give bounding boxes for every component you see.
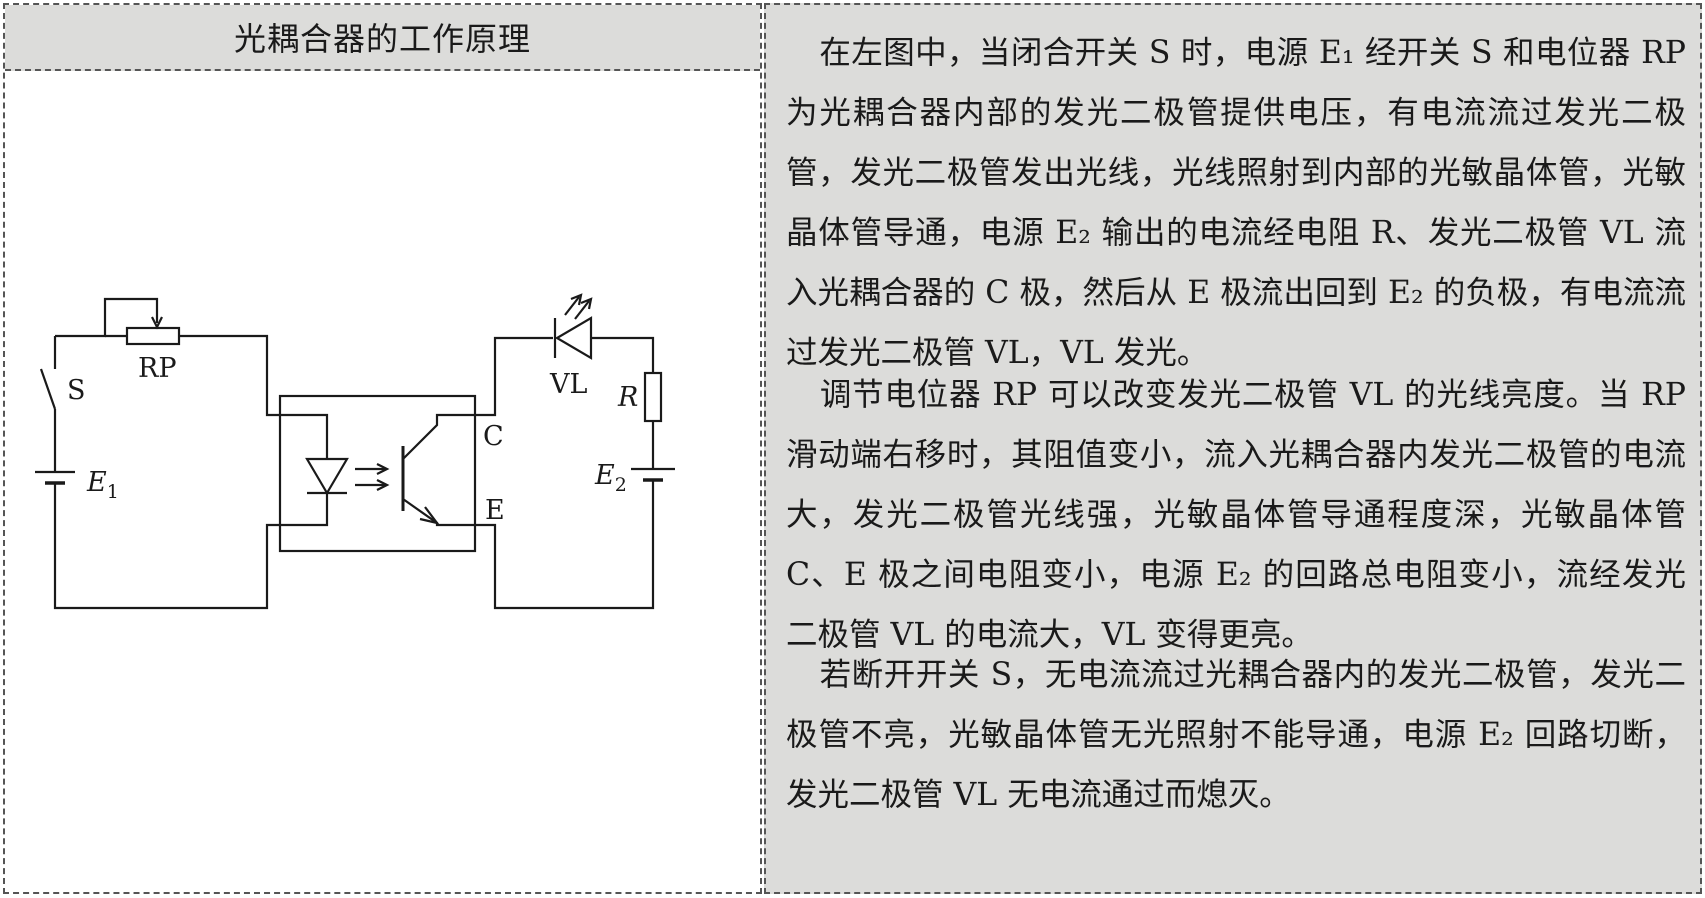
wire-c-out [475,336,553,417]
vl-led-triangle [554,316,593,360]
label-e2-main: E [594,460,615,491]
circuit-panel: 光耦合器的工作原理 [3,3,762,894]
internal-led-triangle [305,457,349,496]
circuit-diagram: S RP E1 C E VL R E2 [35,293,675,610]
label-vl: VL [549,369,587,400]
explanation-panel: 在左图中，当闭合开关 S 时，电源 E₁ 经开关 S 和电位器 RP 为光耦合器… [764,3,1702,894]
label-e2: E2 [594,460,627,496]
light-arrow-2-head [376,479,390,491]
wire-left-top [55,297,159,338]
paragraph-2: 调节电位器 RP 可以改变发光二极管 VL 的光线亮度。当 RP 滑动端右移时，… [786,365,1686,665]
emitter-arrowhead [419,506,440,525]
label-e2-sub: 2 [615,474,627,496]
wire-e1-bottom [53,483,329,610]
label-c: C [483,421,504,452]
label-e1: E1 [86,467,119,503]
paragraph-1: 在左图中，当闭合开关 S 时，电源 E₁ 经开关 S 和电位器 RP 为光耦合器… [786,23,1686,383]
panel-title: 光耦合器的工作原理 [5,5,760,71]
optocoupler-box [278,394,477,553]
vl-ray-1 [564,296,580,316]
paragraph-1-text: 在左图中，当闭合开关 S 时，电源 E₁ 经开关 S 和电位器 RP 为光耦合器… [786,35,1686,371]
wire-vl-right [591,336,655,373]
phototransistor-collector [402,413,475,460]
vl-ray-1-head [570,293,583,306]
vl-ray-2 [574,300,590,320]
label-r: R [617,382,638,413]
wire-rp-right [179,334,329,459]
potentiometer-rp [125,326,181,346]
phototransistor-emitter [402,498,475,527]
switch-s [39,368,57,410]
label-e: E [485,495,505,526]
paragraph-2-text: 调节电位器 RP 可以改变发光二极管 VL 的光线亮度。当 RP 滑动端右移时，… [786,377,1686,653]
paragraph-3-text: 若断开开关 S，无电流流过光耦合器内的发光二极管，发光二极管不亮，光敏晶体管无光… [786,657,1686,813]
vl-ray-2-head [580,297,593,310]
label-e1-sub: 1 [107,481,119,503]
wire-e2-bottom [475,480,655,610]
resistor-r [643,371,663,423]
label-rp: RP [138,353,177,384]
light-arrow-1-head [376,463,390,475]
label-e1-main: E [86,467,107,498]
paragraph-3: 若断开开关 S，无电流流过光耦合器内的发光二极管，发光二极管不亮，光敏晶体管无光… [786,645,1686,825]
label-s: S [67,375,86,406]
